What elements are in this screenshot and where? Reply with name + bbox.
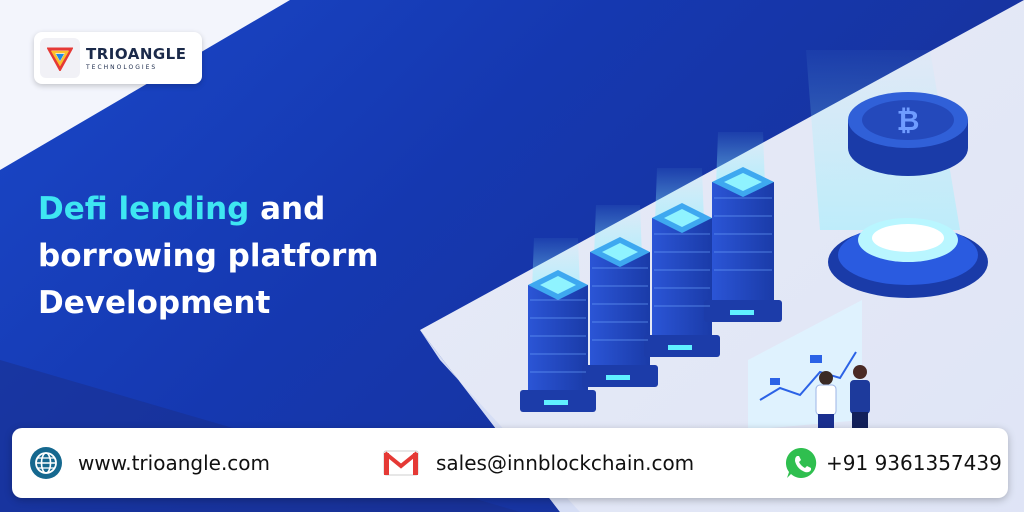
server-tower-1 xyxy=(520,270,596,412)
page-title: Defi lending and borrowing platform Deve… xyxy=(38,186,418,327)
phone-number[interactable]: +91 9361357439 xyxy=(826,451,1002,475)
coin-pedestal xyxy=(828,218,988,298)
mail-icon xyxy=(382,448,420,478)
headline-accent: Defi lending xyxy=(38,191,250,227)
headline-line2: borrowing platform xyxy=(38,238,379,274)
server-tower-4 xyxy=(704,167,782,322)
phone-contact[interactable]: +91 9361357439 xyxy=(784,428,1002,498)
whatsapp-icon xyxy=(784,445,820,481)
website-link[interactable]: www.trioangle.com xyxy=(78,451,271,475)
globe-icon xyxy=(28,445,64,481)
svg-text:₿: ₿ xyxy=(897,104,920,137)
bitcoin-coin: ₿ xyxy=(848,92,968,176)
headline-line1-rest: and xyxy=(249,191,326,227)
email-link[interactable]: sales@innblockchain.com xyxy=(436,451,695,475)
headline-line3: Development xyxy=(38,285,271,321)
contact-bar: www.trioangle.com sales@innblockchain.co… xyxy=(12,428,1008,498)
server-tower-3 xyxy=(644,203,720,357)
people-illustration xyxy=(815,365,870,428)
corner-shape xyxy=(0,0,290,170)
trioangle-logo-icon xyxy=(40,38,80,78)
email-contact[interactable]: sales@innblockchain.com xyxy=(382,428,694,498)
server-tower-2 xyxy=(582,237,658,387)
brand-tagline: TECHNOLOGIES xyxy=(86,64,158,71)
brand-logo: TRIOANGLE TECHNOLOGIES xyxy=(34,32,202,84)
brand-name: TRIOANGLE xyxy=(86,45,187,63)
website-contact[interactable]: www.trioangle.com xyxy=(28,428,270,498)
